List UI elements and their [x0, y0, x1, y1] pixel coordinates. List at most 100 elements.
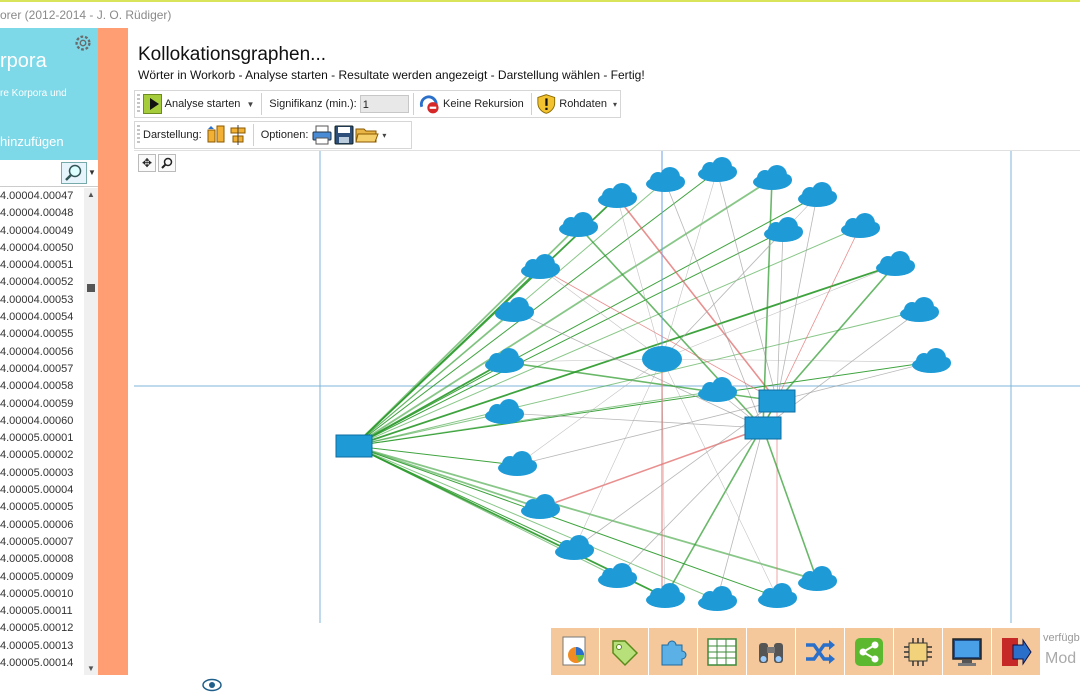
keine-rekursion-button[interactable]: Keine Rekursion	[443, 98, 524, 110]
binoculars-icon[interactable]	[747, 628, 795, 675]
search-icon[interactable]	[61, 162, 87, 184]
word-node-cloud[interactable]	[555, 535, 594, 560]
analyse-start-button[interactable]: Analyse starten	[164, 98, 241, 110]
bottom-toolbar	[551, 628, 1040, 675]
file-list-scrollbar[interactable]: ▲ ▼	[84, 188, 98, 675]
warning-shield-icon[interactable]	[536, 93, 557, 115]
layout-center-icon[interactable]	[227, 124, 249, 146]
file-list-item[interactable]: 4.00004.00060	[0, 414, 74, 427]
gear-icon[interactable]	[72, 32, 94, 54]
file-list-item[interactable]: 4.00004.00053	[0, 293, 74, 306]
scroll-up-icon[interactable]: ▲	[87, 190, 95, 199]
hub-document-node[interactable]	[744, 416, 782, 440]
monitor-icon[interactable]	[943, 628, 991, 675]
word-node-cloud[interactable]	[841, 213, 880, 238]
file-list-item[interactable]: 4.00005.00014	[0, 657, 74, 670]
toolbar-grip[interactable]	[137, 125, 140, 145]
word-node-cloud[interactable]	[798, 182, 837, 207]
file-list-item[interactable]: 4.00004.00051	[0, 259, 74, 272]
word-node-cloud[interactable]	[912, 348, 951, 373]
file-list-item[interactable]: 4.00004.00059	[0, 397, 74, 410]
word-node-cloud[interactable]	[698, 377, 737, 402]
report-icon[interactable]	[551, 628, 599, 675]
file-list-item[interactable]: 4.00004.00052	[0, 276, 74, 289]
toolbar-overflow-icon[interactable]: ▾	[612, 99, 617, 109]
file-list-item[interactable]: 4.00005.00009	[0, 570, 74, 583]
word-node-cloud[interactable]	[485, 348, 524, 373]
word-node-cloud[interactable]	[598, 563, 637, 588]
tag-icon[interactable]	[600, 628, 648, 675]
word-node-cloud[interactable]	[559, 212, 598, 237]
word-node-cloud[interactable]	[646, 167, 685, 192]
zoom-tool-icon[interactable]	[158, 154, 176, 172]
file-list-item[interactable]: 4.00005.00005	[0, 501, 74, 514]
word-node-cloud[interactable]	[876, 251, 915, 276]
save-icon[interactable]	[333, 124, 355, 146]
shuffle-icon[interactable]	[796, 628, 844, 675]
file-list-item[interactable]: 4.00004.00055	[0, 328, 74, 341]
center-word-node[interactable]	[642, 346, 682, 372]
scroll-down-icon[interactable]: ▼	[87, 664, 95, 673]
move-tool-icon[interactable]: ✥	[138, 154, 156, 172]
puzzle-icon[interactable]	[649, 628, 697, 675]
root-document-node[interactable]	[335, 434, 373, 458]
file-list-item[interactable]: 4.00004.00050	[0, 241, 74, 254]
word-node-cloud[interactable]	[646, 583, 685, 608]
word-node-cloud[interactable]	[764, 217, 803, 242]
word-node-cloud[interactable]	[753, 165, 792, 190]
word-node-cloud[interactable]	[698, 586, 737, 611]
toolbar-overflow-icon[interactable]: ▾	[382, 130, 387, 140]
word-node-cloud[interactable]	[900, 297, 939, 322]
file-list-item[interactable]: 4.00004.00058	[0, 380, 74, 393]
collocation-graph[interactable]	[134, 151, 1080, 623]
word-node-cloud[interactable]	[521, 254, 560, 279]
file-list-item[interactable]: 4.00005.00006	[0, 518, 74, 531]
file-list-item[interactable]: 4.00004.00054	[0, 311, 74, 324]
play-icon[interactable]	[142, 94, 162, 114]
file-list-item[interactable]: 4.00005.00012	[0, 622, 74, 635]
file-list-item[interactable]: 4.00005.00003	[0, 466, 74, 479]
graph-edge	[661, 230, 784, 360]
graph-edge	[762, 427, 818, 581]
graph-edge	[661, 170, 718, 360]
file-list-item[interactable]: 4.00005.00001	[0, 432, 74, 445]
file-list-item[interactable]: 4.00005.00008	[0, 553, 74, 566]
chevron-down-icon[interactable]: ▼	[246, 99, 255, 109]
toolbar-grip[interactable]	[137, 94, 140, 114]
word-node-cloud[interactable]	[598, 183, 637, 208]
add-corpus-link[interactable]: hinzufügen	[0, 134, 64, 149]
word-node-cloud[interactable]	[495, 297, 534, 322]
chevron-down-icon[interactable]: ▼	[88, 168, 96, 177]
signifikanz-input[interactable]: 1	[359, 95, 409, 113]
file-list-item[interactable]: 4.00005.00011	[0, 605, 73, 618]
file-list-item[interactable]: 4.00005.00010	[0, 587, 74, 600]
folder-open-icon[interactable]	[355, 124, 380, 146]
word-node-cloud[interactable]	[485, 399, 524, 424]
table-icon[interactable]	[698, 628, 746, 675]
scroll-thumb[interactable]	[87, 284, 95, 292]
exit-icon[interactable]	[992, 628, 1040, 675]
word-node-cloud[interactable]	[758, 583, 797, 608]
word-node-cloud[interactable]	[521, 494, 560, 519]
chip-icon[interactable]	[894, 628, 942, 675]
share-icon[interactable]	[845, 628, 893, 675]
eye-icon[interactable]	[202, 678, 222, 692]
file-list-item[interactable]: 4.00004.00048	[0, 207, 74, 220]
file-list-item[interactable]: 4.00005.00013	[0, 639, 74, 652]
file-list-item[interactable]: 4.00005.00007	[0, 535, 74, 548]
layout-vertical-icon[interactable]	[205, 124, 227, 146]
print-icon[interactable]	[311, 124, 333, 146]
file-list-item[interactable]: 4.00004.00049	[0, 224, 74, 237]
file-list-item[interactable]: 4.00004.00057	[0, 362, 74, 375]
word-node-cloud[interactable]	[798, 566, 837, 591]
recursion-icon[interactable]	[418, 93, 440, 115]
rohdaten-button[interactable]: Rohdaten	[559, 98, 607, 110]
file-list-item[interactable]: 4.00005.00002	[0, 449, 74, 462]
hub-document-node[interactable]	[758, 389, 796, 413]
file-list-item[interactable]: 4.00004.00047	[0, 190, 74, 202]
word-node-cloud[interactable]	[498, 451, 537, 476]
file-list-item[interactable]: 4.00005.00004	[0, 484, 74, 497]
word-node-cloud[interactable]	[698, 157, 737, 182]
collocation-graph-canvas[interactable]: ✥	[134, 150, 1080, 623]
file-list-item[interactable]: 4.00004.00056	[0, 345, 74, 358]
